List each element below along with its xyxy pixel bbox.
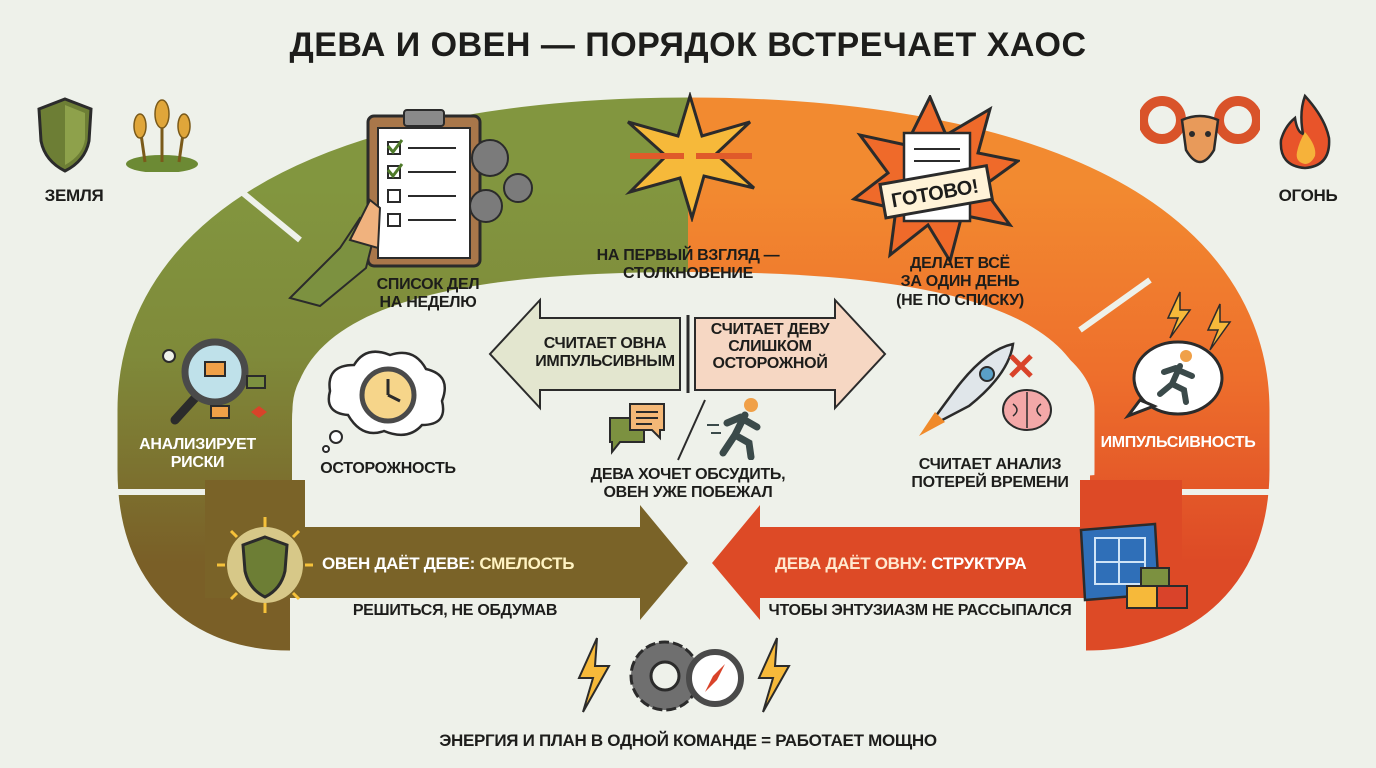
aries-gives-arrow [205, 505, 688, 620]
page-title: Дева и Овен — порядок встречает хаос [289, 26, 1087, 64]
aries-gives-prefix: Овен даёт деве: [322, 554, 480, 573]
right-arrow-line-3: осторожной [712, 354, 828, 372]
first-glance-line-1: На первый взгляд — [596, 247, 780, 264]
first-glance-line-2: столкновение [623, 265, 753, 283]
aries-gives-label: Овен даёт деве: смелость [322, 554, 612, 574]
footer-caption: Энергия и план в одной команде = работае… [439, 731, 937, 750]
todo-line-2: на неделю [379, 294, 477, 312]
rocket-brain-icon [919, 342, 1052, 436]
running-man-icon [707, 398, 761, 460]
fire-label: Огонь [1278, 186, 1338, 205]
right-opinion-arrow [694, 297, 887, 411]
right-arrow-line-1: Считает деву [710, 321, 830, 338]
does-all-line-2: за один день [900, 273, 1020, 291]
does-all-line-3: (не по списку) [896, 291, 1024, 309]
right-arrow-label: Считает девуслишкомосторожной [705, 321, 835, 372]
discuss-caption: Дева хочет обсудить,овен уже побежал [568, 466, 808, 503]
left-opinion-arrow [488, 297, 681, 411]
todo-list-caption: Список делна неделю [368, 276, 488, 313]
left-arrow-line-1: Считает овна [543, 335, 667, 352]
first-glance-caption: На первый взгляд —столкновение [568, 247, 808, 284]
virgo-gives-sub: Чтобы энтузиазм не рассыпался [768, 602, 1072, 619]
shield-icon [37, 97, 93, 173]
discuss-line-1: Дева хочет обсудить, [590, 466, 786, 483]
thought-cloud-clock-icon [322, 350, 446, 453]
aries-gives-sub: Решиться, не обдумав [352, 602, 558, 619]
analysis-waste-line-2: потерей времени [911, 474, 1069, 492]
analysis-waste-caption: Считает анализпотерей времени [905, 456, 1075, 493]
impulsivity-label: Импульсивность [1100, 434, 1256, 451]
magnifier-flowchart-icon [162, 338, 267, 425]
aries-gives-value: смелость [479, 554, 575, 573]
blueprint-blocks-icon [1079, 522, 1188, 609]
analysis-waste-line-1: Считает анализ [918, 456, 1062, 473]
analyzes-risks-label: Анализируетриски [130, 436, 265, 473]
analyzes-line-1: Анализирует [139, 436, 256, 453]
todo-line-1: Список дел [376, 276, 480, 293]
glowing-shield-icon [217, 517, 313, 613]
does-all-caption: Делает всёза один день(не по списку) [880, 255, 1040, 310]
fire-icon [1279, 93, 1331, 170]
wheat-icon [126, 99, 198, 172]
discuss-line-2: овен уже побежал [603, 484, 773, 502]
earth-label: Земля [44, 186, 104, 205]
virgo-gives-value: структура [931, 554, 1027, 573]
speech-bubble-runner-icon [1123, 291, 1232, 420]
chat-bubbles-icon [609, 403, 665, 455]
clipboard-checklist-icon [288, 109, 533, 308]
collision-burst-icon [624, 92, 756, 222]
left-arrow-line-2: импульсивным [535, 353, 675, 371]
virgo-gives-arrow [712, 505, 1182, 620]
analyzes-line-2: риски [170, 454, 225, 472]
explosion-document-icon [850, 95, 1020, 265]
does-all-line-1: Делает всё [910, 255, 1010, 272]
virgo-gives-prefix: Дева даёт овну: [775, 554, 932, 573]
virgo-gives-label: Дева даёт овну: структура [775, 554, 1065, 574]
gear-compass-lightning-icon [577, 637, 791, 713]
ram-icon [1140, 96, 1260, 164]
caution-label: Осторожность [320, 460, 456, 477]
right-arrow-line-2: слишком [728, 337, 812, 355]
left-arrow-label: Считает овнаимпульсивным [530, 335, 680, 372]
